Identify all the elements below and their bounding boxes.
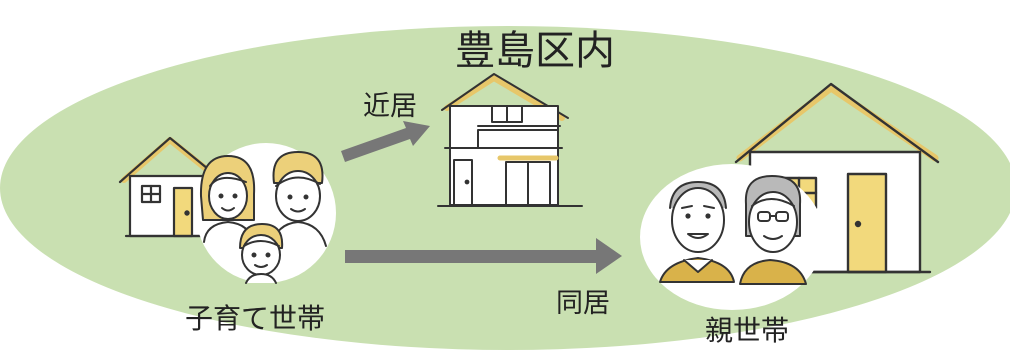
region-label: 豊島区内 [455, 28, 615, 74]
young-family-icon [196, 143, 336, 284]
two-story-house-icon [437, 73, 583, 207]
parent-household-label: 親世帯 [705, 314, 790, 347]
cohabit-label: 同居 [556, 288, 610, 319]
arrow-cohabit-icon [345, 238, 622, 274]
near-living-label: 近居 [363, 91, 417, 122]
child-household-label: 子育て世帯 [185, 302, 326, 335]
arrow-near-icon [341, 121, 430, 162]
elderly-couple-icon [640, 164, 824, 310]
